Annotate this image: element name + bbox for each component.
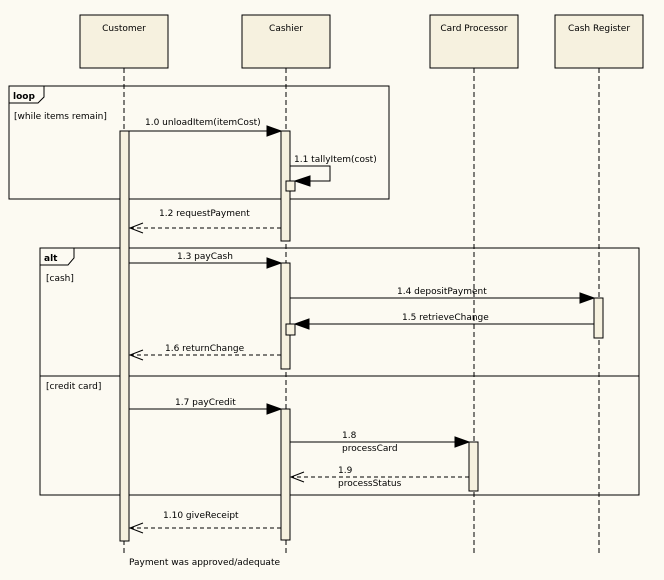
activation-card-processor (468, 441, 479, 492)
participant-card-processor[interactable]: Card Processor (429, 14, 519, 69)
alt-fragment[interactable]: alt [cash] [credit card] (39, 247, 640, 496)
message-1-8-label: processCard (342, 444, 398, 454)
message-1-1-label: 1.1 tallyItem(cost) (294, 155, 377, 165)
activation-customer (119, 130, 130, 542)
message-1-9[interactable]: 1.9 processStatus (289, 466, 469, 489)
message-1-7-label: 1.7 payCredit (175, 398, 236, 408)
alt-keyword: alt (44, 254, 58, 264)
message-1-5-label: 1.5 retrieveChange (402, 313, 489, 323)
message-1-0-label: 1.0 unloadItem(itemCost) (145, 118, 261, 128)
message-1-2[interactable]: 1.2 requestPayment (128, 209, 281, 234)
alt-guard-credit: [credit card] (46, 382, 101, 392)
participant-customer[interactable]: Customer (79, 14, 169, 69)
loop-fragment[interactable]: loop [while items remain] (8, 85, 390, 200)
participant-cash-register-label: Cash Register (568, 24, 630, 34)
loop-guard: [while items remain] (14, 112, 107, 122)
participant-cash-register[interactable]: Cash Register (554, 14, 644, 69)
message-1-6-label: 1.6 returnChange (165, 344, 245, 354)
participant-card-processor-label: Card Processor (440, 24, 508, 34)
message-1-3[interactable]: 1.3 payCash (129, 252, 283, 269)
message-1-9-label: processStatus (338, 479, 402, 489)
message-1-6[interactable]: 1.6 returnChange (128, 344, 281, 361)
activation-cash-register (593, 297, 604, 339)
activation-cashier-self-1 (285, 180, 296, 192)
activation-cashier-2 (280, 262, 291, 370)
message-1-5[interactable]: 1.5 retrieveChange (293, 313, 594, 330)
message-1-4-label: 1.4 depositPayment (397, 287, 487, 297)
loop-keyword: loop (13, 92, 35, 102)
message-1-3-label: 1.3 payCash (177, 252, 233, 262)
alt-guard-cash: [cash] (46, 274, 74, 284)
message-1-8[interactable]: 1.8 processCard (290, 431, 471, 454)
message-1-0[interactable]: 1.0 unloadItem(itemCost) (129, 118, 283, 137)
message-1-10[interactable]: 1.10 giveReceipt (128, 511, 281, 534)
note-text: Payment was approved/adequate (129, 558, 280, 568)
activation-cashier-self-2 (285, 323, 296, 336)
participant-cashier-label: Cashier (269, 24, 303, 34)
message-1-1[interactable]: 1.1 tallyItem(cost) (290, 155, 377, 187)
message-1-9-number: 1.9 (338, 466, 353, 476)
message-1-7[interactable]: 1.7 payCredit (129, 398, 283, 415)
message-1-4[interactable]: 1.4 depositPayment (290, 287, 596, 304)
message-1-2-label: 1.2 requestPayment (159, 209, 250, 219)
participant-customer-label: Customer (102, 24, 146, 34)
participant-cashier[interactable]: Cashier (241, 14, 331, 69)
activation-cashier-3 (280, 408, 291, 541)
message-1-10-label: 1.10 giveReceipt (163, 511, 239, 521)
message-1-8-number: 1.8 (342, 431, 357, 441)
